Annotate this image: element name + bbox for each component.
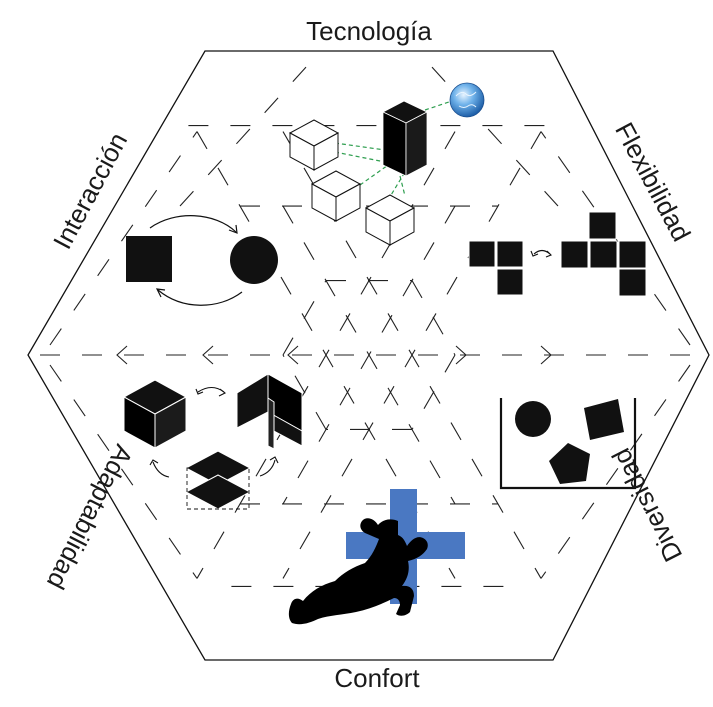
shapes-in-container-icon: [499, 398, 637, 490]
person-silhouette: [288, 518, 428, 625]
folding-cube-icon: [122, 373, 303, 510]
label-adaptabilidad: Adaptabilidad: [41, 440, 139, 594]
grid-dash-line: [431, 66, 559, 207]
grid-dash-line: [179, 66, 307, 207]
grid-dash-line: [282, 205, 456, 505]
grid-dash-line: [49, 131, 198, 346]
outer-hexagon: [27, 50, 710, 661]
grid-dash-line: [540, 364, 691, 579]
exchange-arrows-small: [530, 249, 552, 258]
label-interaccion: Interacción: [47, 128, 133, 254]
rearranging-squares-icon: [468, 211, 647, 297]
grid-dash-line: [49, 364, 198, 579]
label-flexibilidad: Flexibilidad: [609, 117, 697, 246]
globe-icon: [449, 82, 485, 118]
reclining-person-cross-icon: [288, 489, 465, 625]
dashed-triangle-grid: [40, 66, 700, 587]
label-tecnologia: Tecnología: [306, 16, 432, 46]
cubes-network-globe-icon: [288, 82, 485, 246]
square-circle-exchange-icon: [126, 215, 278, 306]
label-confort: Confort: [334, 663, 420, 693]
label-diversidad: Diversidad: [606, 444, 688, 567]
direction-chevrons: [116, 345, 552, 365]
